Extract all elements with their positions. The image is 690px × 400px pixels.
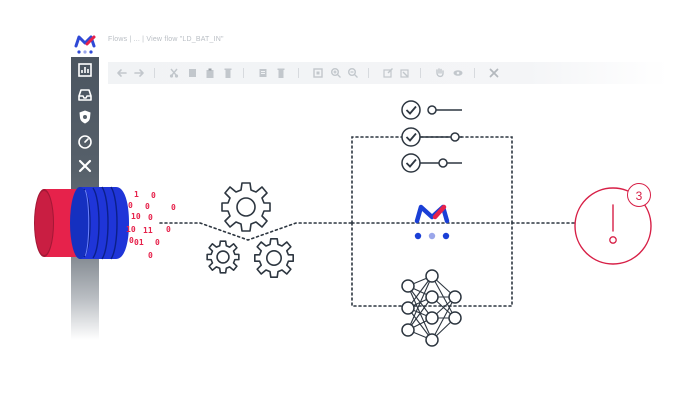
data-bit: 0 bbox=[151, 191, 156, 200]
data-bit: 0 bbox=[171, 203, 176, 212]
data-bit: 0 bbox=[128, 201, 133, 210]
rule-check-2 bbox=[402, 128, 462, 146]
data-bit: 0 bbox=[166, 225, 171, 234]
data-bit: 0 bbox=[155, 238, 160, 247]
data-bit: 0 bbox=[145, 202, 150, 211]
network-node bbox=[402, 280, 414, 292]
rule-check-3 bbox=[402, 154, 462, 172]
data-bit: 01 bbox=[134, 238, 144, 247]
network-node bbox=[426, 270, 438, 282]
rule-list bbox=[402, 101, 462, 172]
network-node bbox=[426, 312, 438, 324]
data-source-drum bbox=[30, 184, 130, 262]
network-node bbox=[449, 312, 461, 324]
network-node bbox=[426, 334, 438, 346]
network-node bbox=[449, 291, 461, 303]
rule-check-1 bbox=[402, 101, 462, 119]
network-node bbox=[402, 324, 414, 336]
gear-icon bbox=[255, 239, 293, 277]
data-bit: 0 bbox=[148, 213, 153, 222]
alert-count-badge: 3 bbox=[627, 183, 651, 207]
neural-network-icon bbox=[402, 270, 461, 346]
data-bit: 10 bbox=[131, 212, 141, 221]
data-bit: 10 bbox=[126, 225, 136, 234]
data-bit: 11 bbox=[143, 226, 153, 235]
data-bit: 0 bbox=[148, 251, 153, 260]
network-node bbox=[426, 291, 438, 303]
connector-branch bbox=[352, 137, 512, 223]
gear-icon bbox=[222, 183, 270, 231]
gear-icon bbox=[207, 241, 239, 273]
data-bit: 1 bbox=[134, 190, 139, 199]
connector-input bbox=[160, 223, 352, 240]
network-node bbox=[402, 302, 414, 314]
